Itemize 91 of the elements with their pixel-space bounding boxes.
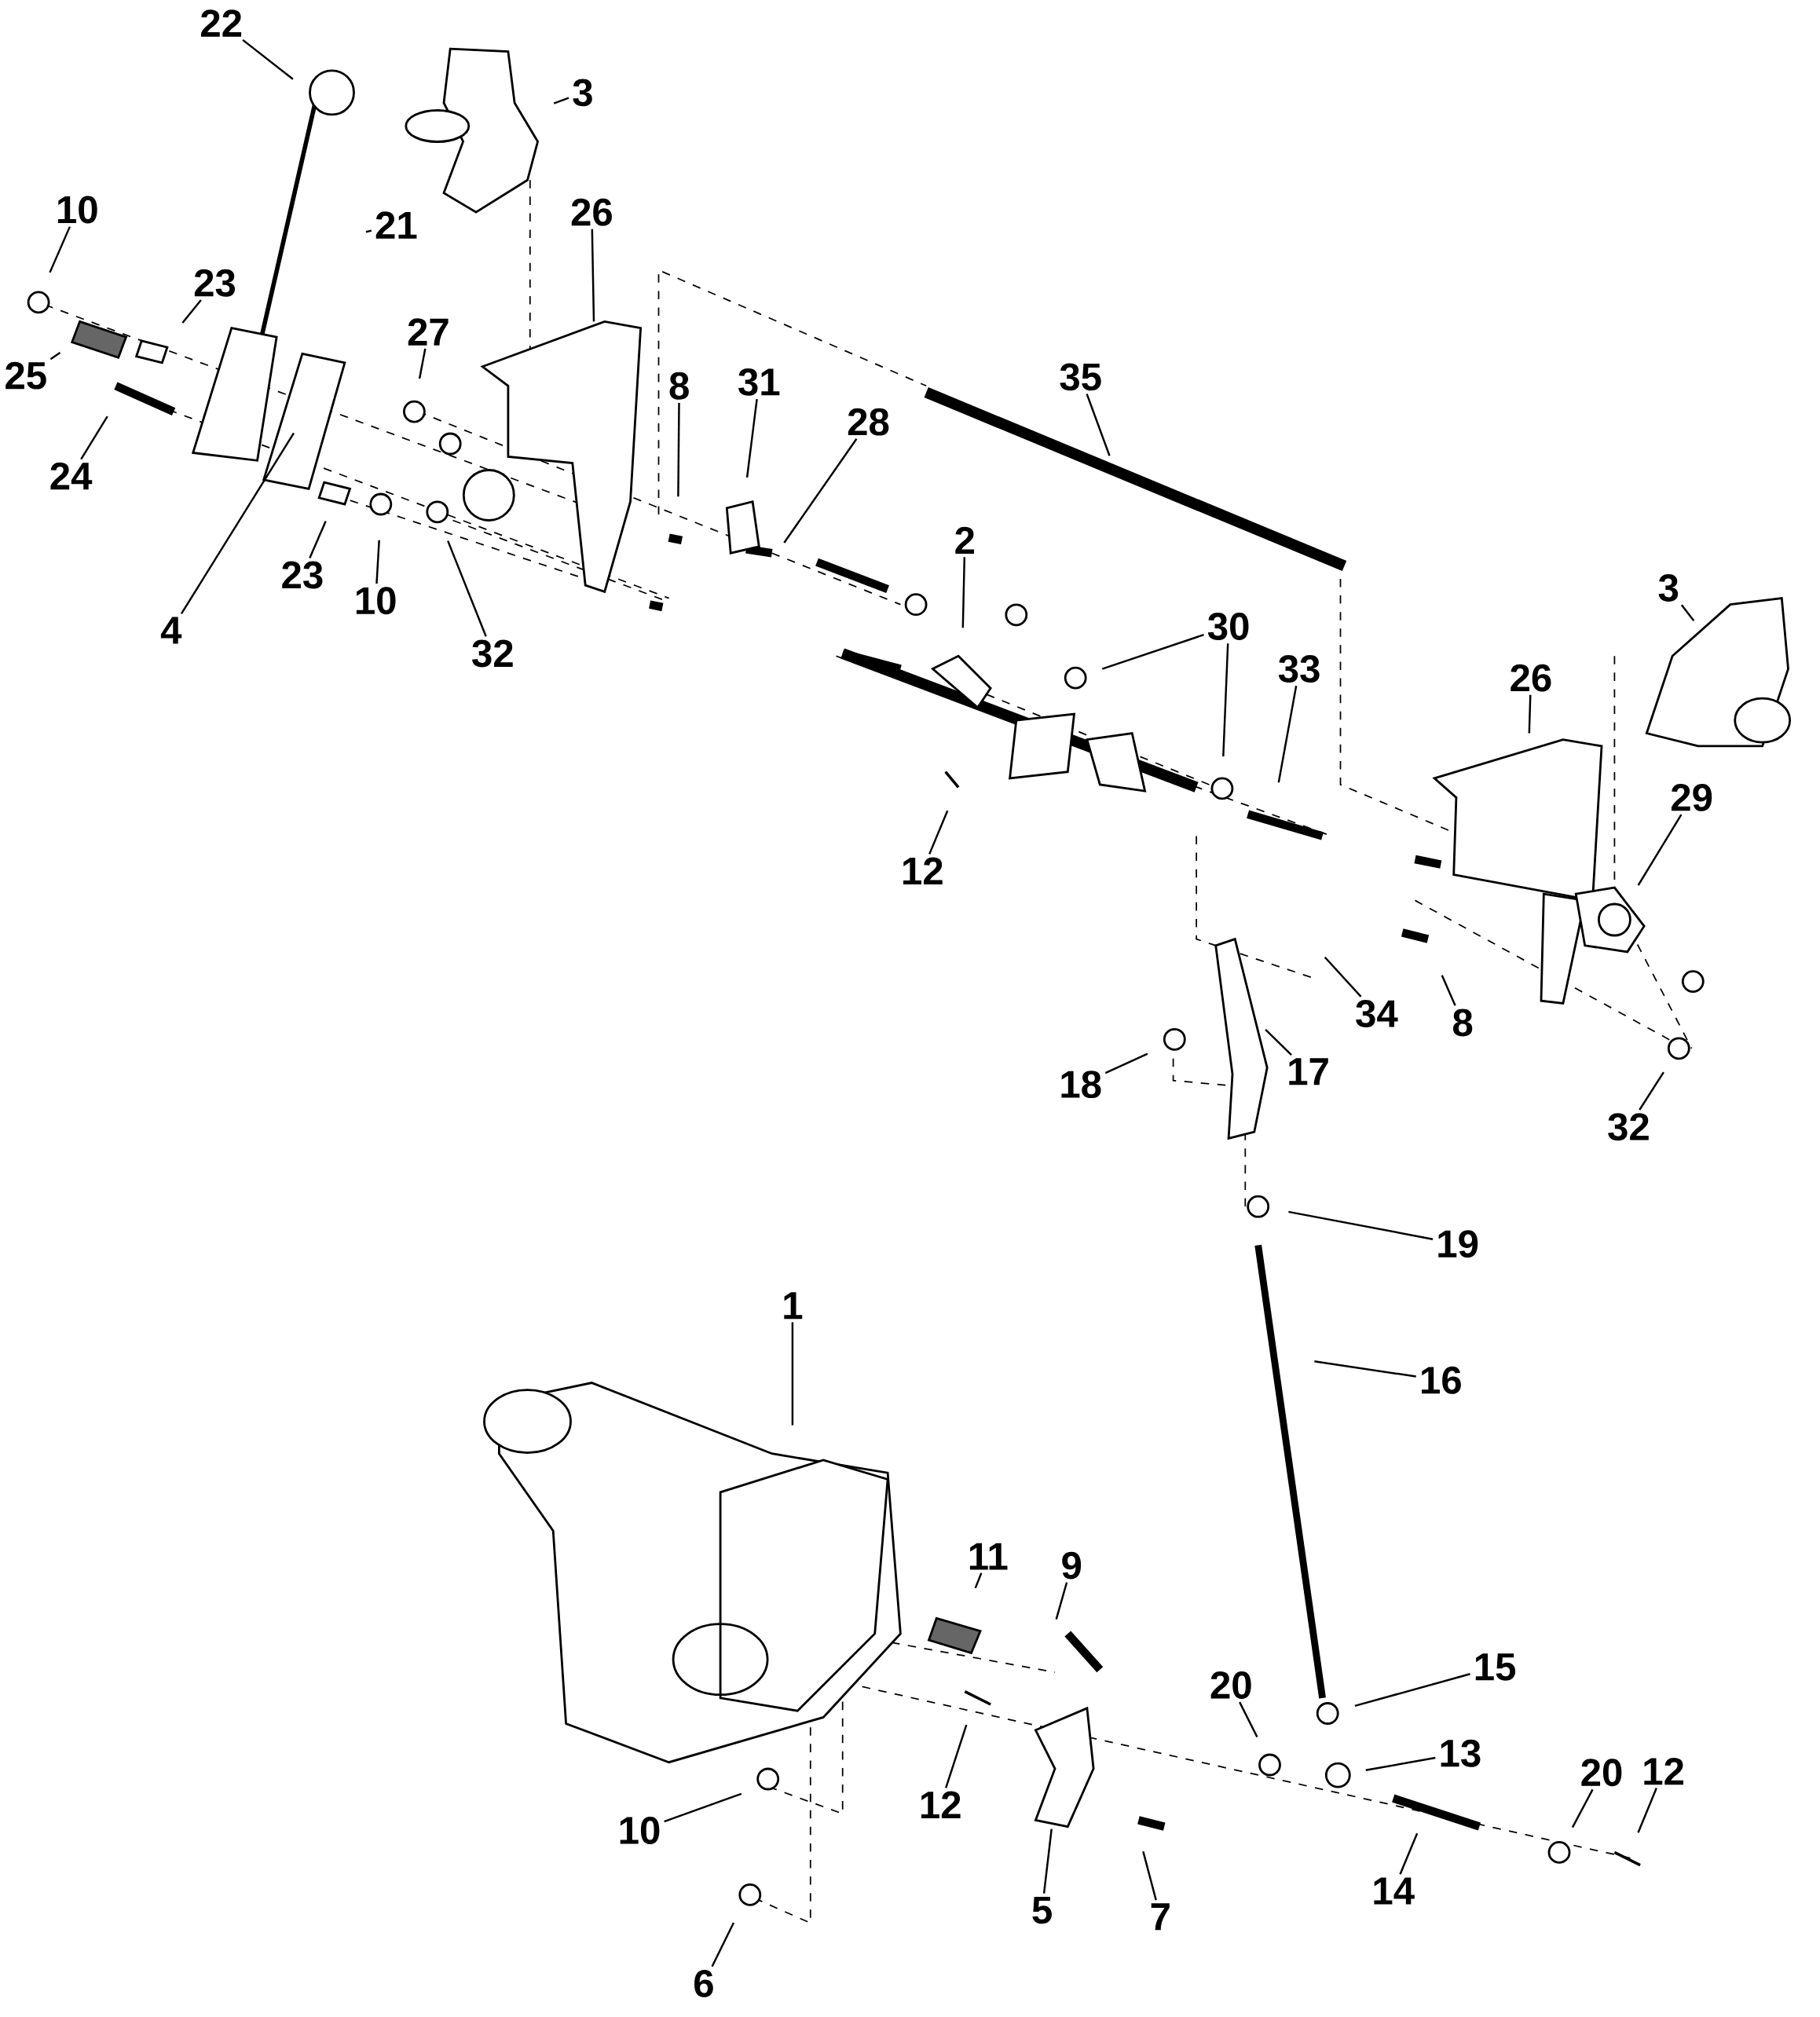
callout-number: 17 xyxy=(1289,1058,1328,1085)
leader-line xyxy=(1528,694,1532,734)
callout-number: 8 xyxy=(669,372,689,400)
callout-number: 12 xyxy=(1644,1758,1683,1785)
callout-number: 26 xyxy=(571,198,612,226)
callout-number: 14 xyxy=(1374,1877,1415,1905)
callout-number: 30 xyxy=(1207,613,1249,641)
callout-number: 33 xyxy=(1278,655,1320,683)
callout-number: 11 xyxy=(969,1543,1008,1570)
callout-number: 21 xyxy=(375,211,417,239)
leader-line xyxy=(677,402,680,497)
leader-line xyxy=(1277,686,1298,783)
callout-number: 3 xyxy=(1658,574,1678,602)
callout-number: 10 xyxy=(620,1817,660,1844)
leader-line xyxy=(1101,634,1204,670)
leader-line xyxy=(1314,1360,1416,1378)
callout-number: 1 xyxy=(784,1292,803,1320)
callout-number: 9 xyxy=(1062,1551,1081,1580)
leader-line xyxy=(1141,1850,1157,1901)
callout-number: 23 xyxy=(194,269,235,297)
callout-number: 18 xyxy=(1061,1071,1101,1099)
leader-line xyxy=(1441,975,1456,1006)
callout-number: 32 xyxy=(1607,1113,1649,1141)
leader-line xyxy=(664,1792,742,1823)
leader-line xyxy=(80,415,108,460)
leader-line xyxy=(375,540,380,584)
leader-line xyxy=(791,1322,793,1426)
leader-line xyxy=(181,299,202,324)
leader-line xyxy=(1104,1052,1148,1074)
leader-line xyxy=(1680,604,1695,622)
leader-line xyxy=(365,229,372,233)
leader-line xyxy=(1042,1828,1053,1894)
leader-line xyxy=(711,1922,734,1968)
callout-number: 26 xyxy=(1511,664,1551,692)
leader-line xyxy=(783,438,858,544)
callout-number: 34 xyxy=(1355,1000,1398,1028)
callout-number: 15 xyxy=(1475,1653,1515,1681)
callout-number: 3 xyxy=(573,79,592,107)
leader-line xyxy=(49,352,60,361)
callout-number: 20 xyxy=(1210,1671,1251,1699)
callout-number: 8 xyxy=(1452,1008,1473,1037)
callout-number: 25 xyxy=(5,361,46,390)
leader-line xyxy=(1354,1673,1470,1708)
callout-number: 13 xyxy=(1441,1739,1481,1767)
callout-number: 10 xyxy=(356,587,396,615)
leader-line xyxy=(309,521,327,558)
callout-number: 22 xyxy=(200,9,241,37)
leader-line xyxy=(745,398,758,478)
leader-line xyxy=(49,226,71,273)
leader-line xyxy=(1637,814,1683,886)
callout-number: 24 xyxy=(50,462,92,490)
leader-line xyxy=(553,97,569,104)
callout-number: 32 xyxy=(471,639,513,668)
leader-line xyxy=(418,348,427,379)
callout-number: 2 xyxy=(955,526,974,555)
callout-number: 5 xyxy=(1032,1896,1052,1924)
callout-number: 20 xyxy=(1581,1759,1622,1787)
callout-number: 27 xyxy=(408,318,449,346)
leader-line xyxy=(1288,1210,1434,1240)
leader-line xyxy=(944,1724,968,1788)
leader-line xyxy=(591,229,595,322)
callout-number: 12 xyxy=(903,857,943,884)
callout-number: 35 xyxy=(1060,363,1101,391)
leader-line xyxy=(1086,394,1111,456)
callout-number: 10 xyxy=(57,196,97,224)
callout-number: 6 xyxy=(694,1969,713,1997)
callout-number: 16 xyxy=(1421,1366,1461,1394)
leader-line xyxy=(974,1572,983,1589)
callout-number: 28 xyxy=(848,408,889,436)
leader-line xyxy=(1324,956,1362,998)
callout-number: 23 xyxy=(282,561,323,589)
leader-line xyxy=(1399,1832,1419,1875)
leader-line xyxy=(1265,1029,1292,1056)
callout-number: 4 xyxy=(160,617,182,644)
leader-line xyxy=(1571,1788,1594,1828)
leader-line xyxy=(1221,643,1229,757)
leader-line xyxy=(928,810,949,855)
leader-line xyxy=(1637,1788,1657,1833)
leader-line xyxy=(1055,1582,1068,1620)
callout-number: 12 xyxy=(921,1791,961,1818)
callout-number: 29 xyxy=(1671,783,1712,811)
leader-line xyxy=(1238,1701,1258,1738)
callout-number: 7 xyxy=(1151,1903,1170,1931)
leader-line xyxy=(1365,1756,1436,1771)
leader-line xyxy=(242,38,294,80)
callout-number: 19 xyxy=(1438,1230,1478,1258)
leader-line xyxy=(180,432,295,614)
leader-line xyxy=(961,557,965,628)
leader-line xyxy=(446,540,487,637)
callout-number: 31 xyxy=(738,368,780,396)
leader-line xyxy=(1639,1071,1664,1111)
